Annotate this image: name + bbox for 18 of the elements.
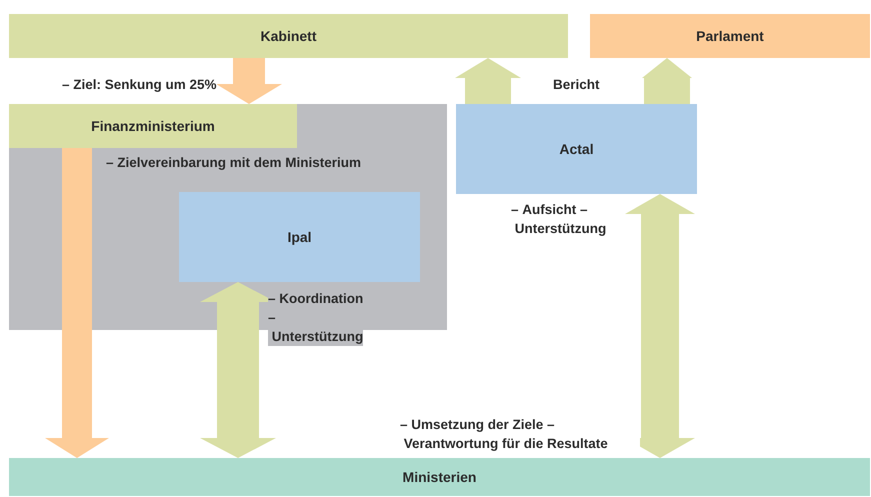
block-arrow bbox=[216, 58, 282, 104]
node-label: Ministerien bbox=[402, 469, 476, 485]
node-label: Actal bbox=[559, 141, 594, 157]
block-arrow bbox=[625, 194, 695, 458]
node-label: Ipal bbox=[287, 229, 312, 245]
block-arrow bbox=[200, 282, 276, 458]
node-label: Finanzministerium bbox=[91, 118, 215, 134]
agency-box bbox=[456, 104, 697, 194]
cabinet-bar bbox=[9, 14, 568, 58]
ministry-bar bbox=[9, 104, 297, 148]
block-arrow bbox=[642, 58, 692, 104]
parliament-bar bbox=[590, 14, 870, 58]
node-label: Kabinett bbox=[260, 28, 316, 44]
node-label: Parlament bbox=[696, 28, 764, 44]
block-arrow bbox=[455, 58, 521, 104]
block-arrow bbox=[45, 148, 109, 458]
ministries-bar bbox=[9, 458, 870, 496]
agency-box bbox=[179, 192, 420, 282]
